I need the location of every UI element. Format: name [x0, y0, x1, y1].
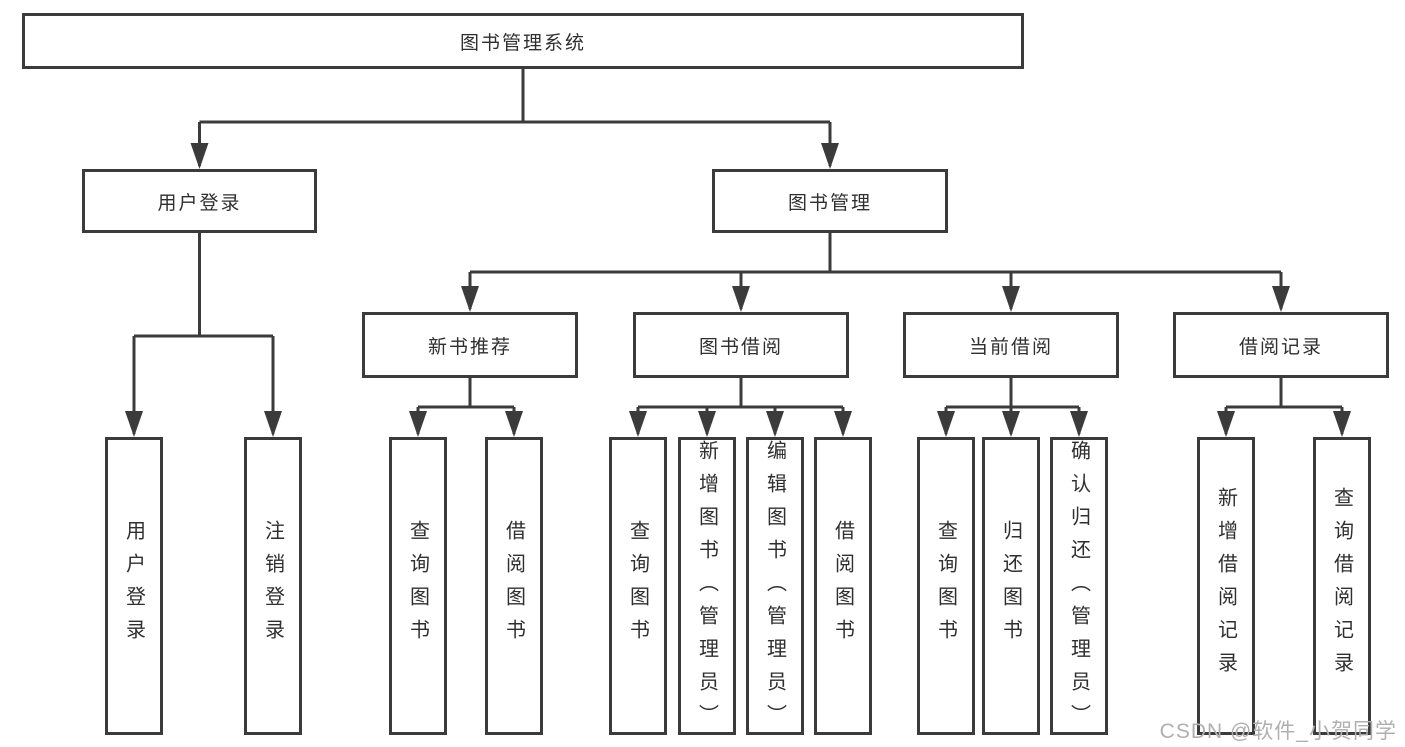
leaf-current-query-book: 查询图书 [917, 437, 975, 735]
node-borrowing-records: 借阅记录 [1173, 312, 1389, 378]
leaf-confirm-return-admin: 确认归还（管理员） [1050, 437, 1108, 737]
node-book-borrowing: 图书借阅 [633, 312, 849, 378]
leaf-recommend-query-book: 查询图书 [389, 437, 447, 735]
node-current-borrowing: 当前借阅 [903, 312, 1119, 378]
leaf-edit-book-admin: 编辑图书（管理员） [746, 437, 804, 737]
node-book-management: 图书管理 [712, 169, 948, 233]
leaf-borrowing-borrow-book: 借阅图书 [814, 437, 872, 735]
leaf-borrowing-query-book: 查询图书 [609, 437, 667, 735]
node-library-management-system: 图书管理系统 [22, 13, 1024, 69]
node-new-book-recommend: 新书推荐 [362, 312, 578, 378]
node-user-login: 用户登录 [82, 169, 317, 233]
leaf-return-book: 归还图书 [982, 437, 1040, 735]
leaf-user-login: 用户登录 [105, 437, 163, 735]
csdn-watermark: CSDN @软件_小贺同学 [1159, 720, 1397, 743]
leaf-add-borrow-record: 新增借阅记录 [1197, 437, 1255, 735]
leaf-recommend-borrow-book: 借阅图书 [485, 437, 543, 735]
leaf-query-borrow-record: 查询借阅记录 [1313, 437, 1371, 735]
leaf-logout: 注销登录 [244, 437, 302, 735]
leaf-add-book-admin: 新增图书（管理员） [678, 437, 736, 737]
